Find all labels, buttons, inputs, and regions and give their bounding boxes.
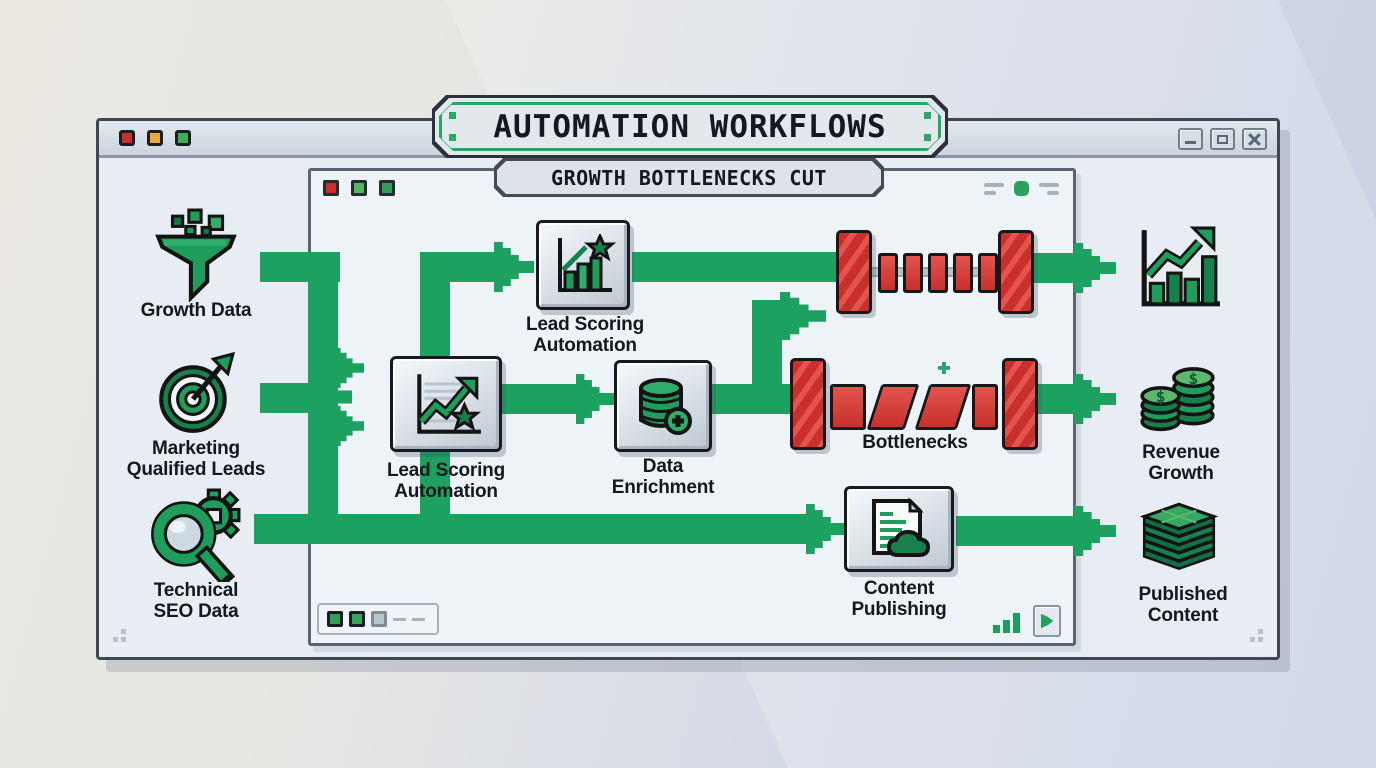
sparkle-icon: [938, 362, 950, 374]
green-dot-icon: [1014, 181, 1029, 196]
maximize-button[interactable]: [1210, 128, 1235, 150]
inner-deco: [984, 181, 1059, 196]
bottleneck-pipe-mid: [790, 358, 1038, 454]
process-label: Lead Scoring Automation: [387, 460, 505, 503]
output-label: Revenue Growth: [1142, 442, 1220, 485]
title-badge: AUTOMATION WORKFLOWS: [432, 95, 948, 158]
play-icon: [1040, 613, 1054, 629]
arrow-riser: [752, 300, 782, 414]
growth-bar-chart-icon: [1136, 226, 1222, 315]
arrow-to-topbox: [420, 252, 498, 282]
page-subtitle: GROWTH BOTTLENECKS CUT: [551, 165, 827, 190]
source-label: Growth Data: [140, 300, 252, 321]
arrow-out-mid: [1034, 384, 1076, 414]
trend-chart-star-icon: [390, 356, 502, 452]
traffic-light-green[interactable]: [175, 130, 191, 146]
status-square-green: [327, 611, 343, 627]
document-cloud-icon: [844, 486, 954, 572]
arrow-out-bottom: [956, 516, 1076, 546]
arrow-center-right: [502, 384, 580, 414]
traffic-light-red[interactable]: [119, 130, 135, 146]
source-label: Technical SEO Data: [153, 580, 239, 623]
bottleneck-label: Bottlenecks: [862, 432, 968, 453]
stacked-layers-icon: [1134, 494, 1224, 585]
search-gear-icon: [148, 488, 242, 588]
funnel-icon: [152, 208, 240, 307]
arrow-mql-out: [260, 383, 312, 413]
status-widget[interactable]: [317, 603, 439, 635]
svg-text:$: $: [1188, 369, 1198, 388]
dash-deco-icon: [984, 182, 1004, 195]
signal-bars-icon: [993, 611, 1023, 633]
bar-chart-star-icon: [536, 220, 630, 310]
play-button[interactable]: [1033, 605, 1061, 637]
process-label: Content Publishing: [851, 578, 947, 621]
traffic-light-yellow[interactable]: [147, 130, 163, 146]
bottleneck-pipe-top: [836, 230, 1036, 318]
inner-light-green2[interactable]: [379, 180, 395, 196]
corner-dots-left: [113, 629, 127, 643]
dash-deco-icon: [1039, 182, 1059, 195]
inner-light-green1[interactable]: [351, 180, 367, 196]
coins-icon: $ $: [1134, 352, 1222, 441]
arrow-topbox-to-bottleneck: [632, 252, 838, 282]
source-label: Marketing Qualified Leads: [126, 438, 266, 481]
output-label: Published Content: [1138, 584, 1228, 627]
status-square-gray: [371, 611, 387, 627]
minimize-icon: [1185, 141, 1196, 144]
arrow-center-down: [420, 450, 450, 544]
process-label: Lead Scoring Automation: [526, 314, 644, 357]
status-square-green: [349, 611, 365, 627]
inner-light-red[interactable]: [323, 180, 339, 196]
arrow-bottom-rail: [254, 514, 812, 544]
close-button[interactable]: [1242, 128, 1267, 150]
page-title: AUTOMATION WORKFLOWS: [493, 108, 887, 145]
subtitle-badge: GROWTH BOTTLENECKS CUT: [494, 158, 884, 197]
database-plus-icon: [614, 360, 712, 452]
corner-dots-right: [1249, 629, 1263, 643]
arrow-out-top: [1030, 253, 1076, 283]
maximize-icon: [1217, 135, 1228, 144]
process-label: Data Enrichment: [611, 456, 715, 499]
target-icon: [152, 351, 238, 443]
svg-text:$: $: [1156, 387, 1166, 406]
minimize-button[interactable]: [1178, 128, 1203, 150]
